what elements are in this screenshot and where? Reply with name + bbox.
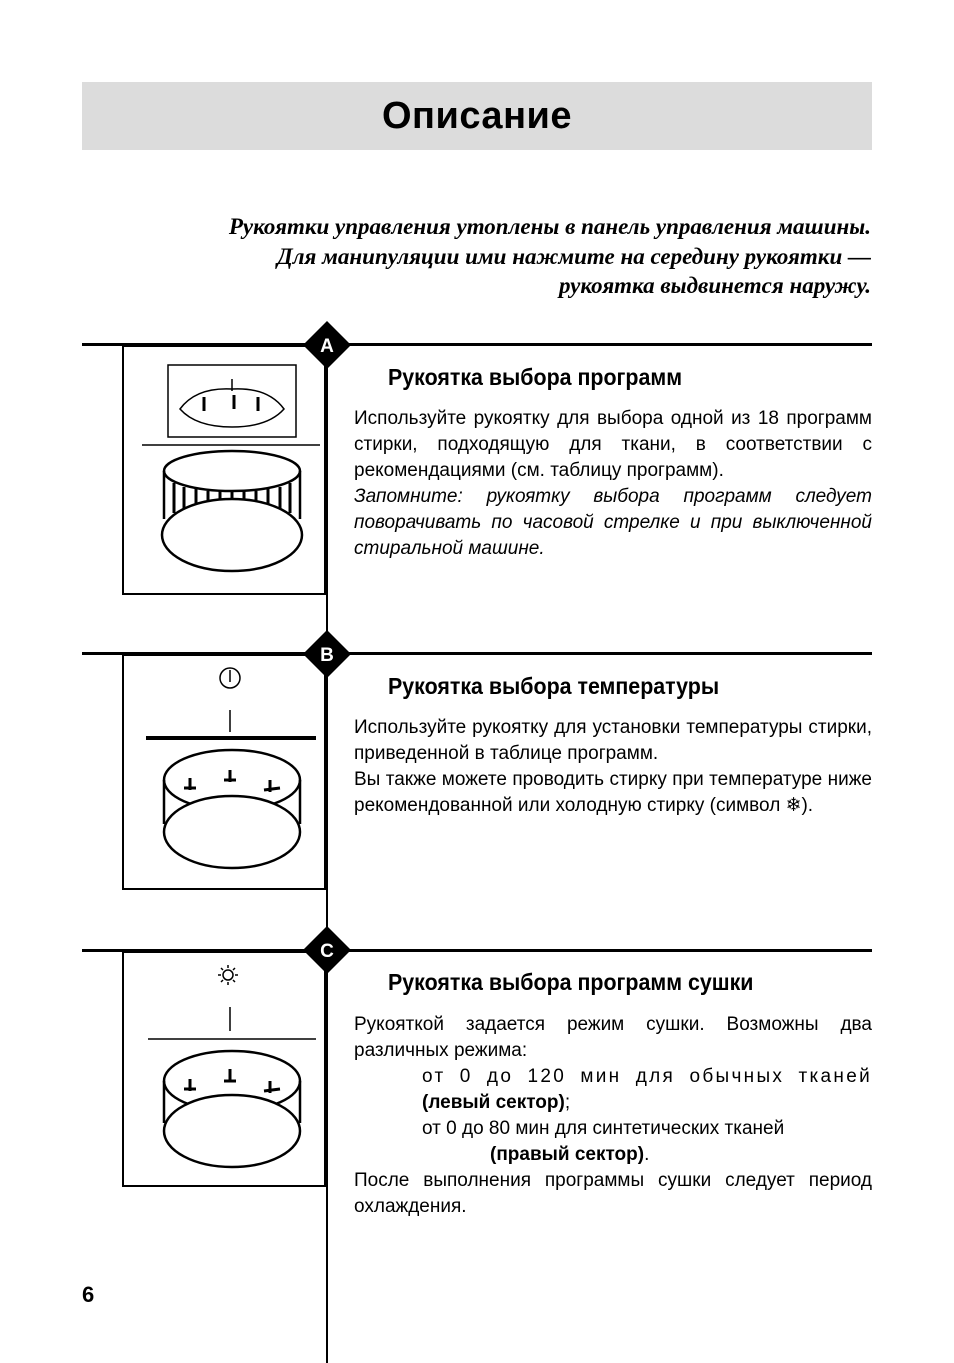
power-symbol-icon [219, 667, 241, 689]
marker-b: B [303, 630, 351, 678]
intro-paragraph: Рукоятки управления утоплены в панель уп… [120, 212, 871, 301]
svg-text:C: C [320, 941, 334, 962]
sun-icon [218, 965, 238, 985]
svg-text:A: A [320, 336, 334, 357]
section-text-a: Используйте рукоятку для выбора одной из… [354, 406, 872, 562]
page-number: 6 [82, 1282, 95, 1307]
svg-text:B: B [320, 645, 334, 666]
marker-c: C [303, 926, 351, 974]
page-title: Описание [381, 94, 573, 137]
program-knob-illustration [122, 345, 326, 595]
mode-2-range: от 0 до 80 мин для синтетических тканей [422, 1118, 785, 1139]
section-divider-b [82, 652, 872, 655]
mode-2-end: . [644, 1144, 650, 1165]
marker-a: A [303, 321, 351, 369]
section-divider-c [82, 949, 872, 952]
mode-2-sector: (правый сектор) [490, 1144, 645, 1165]
paragraph: Рукояткой задается режим сушки. Возможны… [354, 1014, 872, 1061]
section-divider-a [82, 343, 872, 346]
temperature-knob-illustration [122, 654, 326, 890]
paragraph: Используйте рукоятку для установки темпе… [354, 717, 872, 764]
mode-1-range: от 0 до 120 мин для обычных тканей [422, 1066, 872, 1087]
intro-line: Для манипуляции ими нажмите на середину … [277, 243, 871, 269]
title-bar: Описание [82, 82, 872, 150]
paragraph: Используйте рукоятку для выбора одной из… [354, 408, 872, 481]
intro-line: рукоятка выдвинется наружу. [558, 273, 871, 298]
mode-2-sector-line: (правый сектор). [354, 1142, 872, 1168]
paragraph: После выполнения программы сушки следует… [354, 1170, 872, 1217]
note-paragraph: Запомните: рукоятку выбора программ след… [354, 486, 872, 559]
section-heading-b: Рукоятка выбора температуры [388, 673, 720, 699]
section-text-c: Рукояткой задается режим сушки. Возможны… [354, 1012, 872, 1220]
section-heading-c: Рукоятка выбора программ сушки [388, 969, 754, 995]
mode-1-sector: (левый сектор) [422, 1092, 565, 1113]
mode-1-sector-line: (левый сектор); [354, 1090, 872, 1116]
paragraph: Вы также можете проводить стирку при тем… [354, 769, 872, 816]
drying-knob-illustration [122, 951, 326, 1187]
intro-line: Рукоятки управления утоплены в панель уп… [228, 214, 871, 239]
section-text-b: Используйте рукоятку для установки темпе… [354, 715, 872, 819]
vertical-divider [326, 345, 328, 1363]
mode-1-end: ; [564, 1092, 571, 1113]
section-heading-a: Рукоятка выбора программ [388, 364, 683, 390]
